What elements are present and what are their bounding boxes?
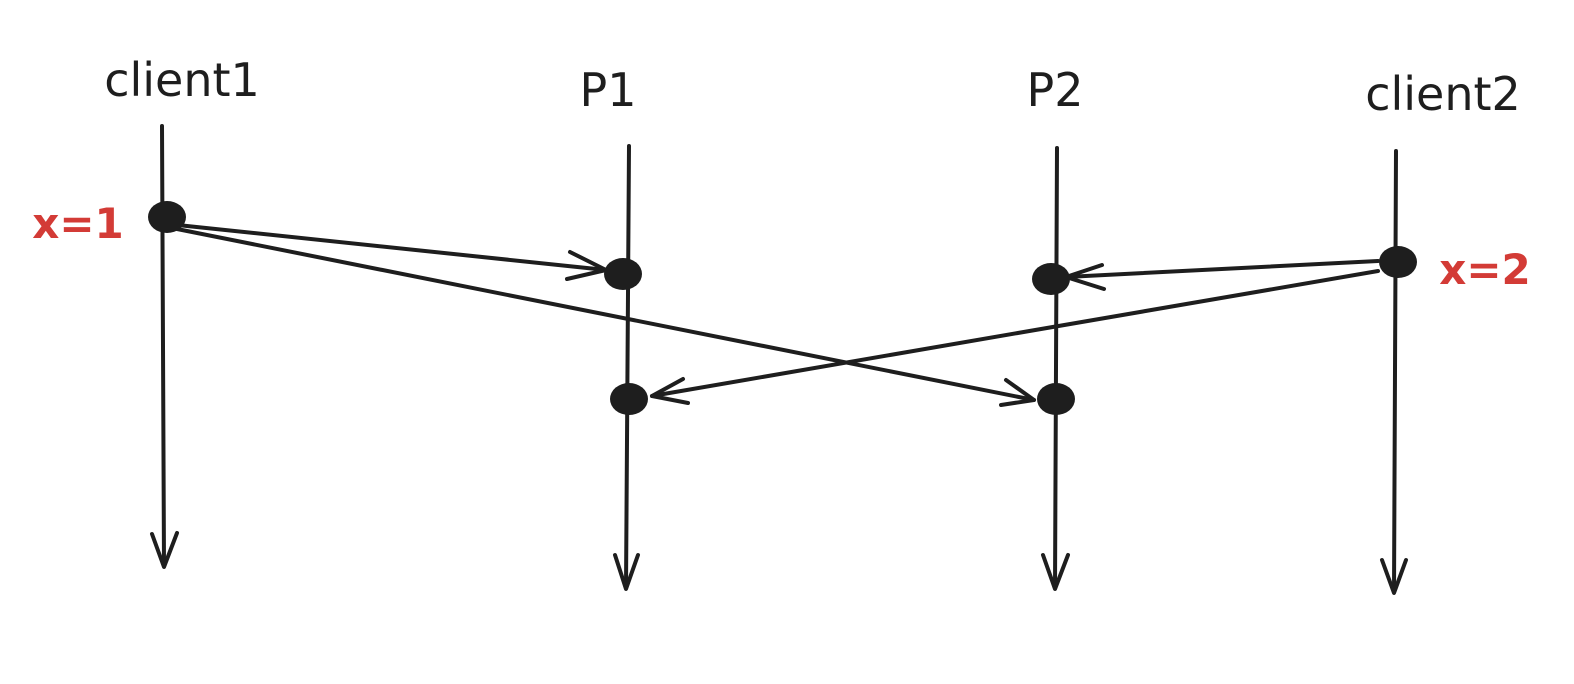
value-annotation-client1: x=1 [32,199,124,248]
process-label-p2: P2 [1026,63,1083,117]
timeline-client1-arrowhead [150,531,179,569]
message-client2-to-p2 [1064,259,1380,291]
message-client1-to-p2 [170,226,1036,407]
event-dot-client1-write [148,201,186,233]
timeline-client2 [1380,149,1408,595]
event-dot-p1-first [604,258,642,290]
event-dot-p1-second [610,383,648,415]
message-client2-to-p1-arrowhead [650,377,690,405]
message-client2-to-p1 [650,269,1380,405]
process-label-p1: P1 [579,63,636,117]
timeline-p1 [613,144,640,591]
message-client1-to-p2-arrowhead [999,378,1036,407]
event-dot-client2-write [1379,246,1417,278]
process-label-client2: client2 [1365,67,1521,121]
timeline-p2-arrowhead [1041,553,1070,591]
timeline-client2-arrowhead [1380,558,1408,595]
value-annotation-client2: x=2 [1439,245,1531,294]
event-dot-p2-first [1032,263,1070,295]
timeline-client1 [150,124,179,569]
timeline-p2 [1041,146,1070,591]
timeline-p1-arrowhead [613,553,640,591]
event-dot-p2-second [1037,383,1075,415]
process-label-client1: client1 [104,53,260,107]
